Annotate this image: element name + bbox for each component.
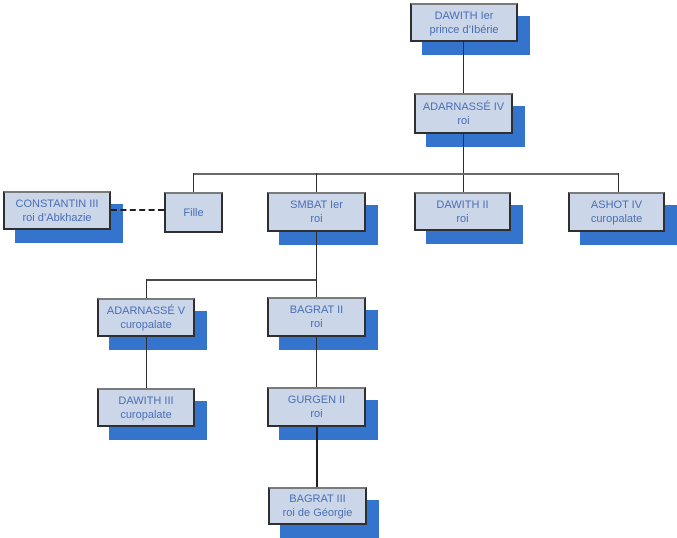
person-title: curopalate — [120, 408, 172, 421]
person-title: prince d’Ibérie — [429, 23, 499, 36]
person-title: roi — [310, 318, 323, 330]
connector-line — [316, 337, 317, 387]
org-node-dawith-1er: DAWITH Ier prince d’Ibérie — [410, 3, 518, 42]
person-title: roi — [457, 114, 470, 127]
person-title: curopalate — [120, 318, 172, 331]
person-name: SMBAT Ier — [290, 199, 343, 211]
connector-line — [316, 232, 317, 297]
org-node-bagrat-2: BAGRAT II roi — [267, 297, 366, 337]
person-name: GURGEN II — [287, 394, 346, 406]
person-title: roi d’Abkhazie — [22, 211, 92, 224]
connector-line — [618, 173, 619, 192]
marriage-dashed-line — [111, 209, 164, 211]
person-title: curopalate — [590, 213, 643, 225]
person-name: ADARNASSÉ IV — [422, 100, 505, 113]
person-title: roi — [310, 213, 323, 225]
org-node-gurgen-2: GURGEN II roi — [267, 387, 366, 427]
connector-line — [193, 173, 194, 192]
person-title: roi — [310, 408, 323, 420]
connector-line — [316, 427, 318, 487]
connector-line — [146, 279, 316, 281]
person-name: CONSTANTIN III — [15, 197, 99, 210]
org-node-dawith-3: DAWITH III curopalate — [97, 388, 195, 427]
org-node-bagrat-3: BAGRAT III roi de Géorgie — [268, 487, 367, 525]
person-name: BAGRAT III — [289, 493, 346, 505]
person-title: roi — [456, 212, 469, 225]
org-node-constantin-3: CONSTANTIN III roi d’Abkhazie — [3, 191, 111, 230]
person-name: DAWITH Ier — [434, 9, 494, 22]
org-node-dawith-2: DAWITH II roi — [414, 192, 511, 231]
person-name: DAWITH II — [436, 198, 489, 211]
connector-line — [316, 173, 317, 192]
connector-line — [463, 42, 464, 93]
connector-line — [193, 173, 618, 175]
connector-line — [463, 134, 464, 192]
person-name: Fille — [183, 206, 204, 219]
org-node-adarnasse-5: ADARNASSÉ V curopalate — [97, 298, 195, 337]
person-name: BAGRAT II — [289, 304, 344, 316]
person-name: DAWITH III — [118, 394, 174, 407]
org-node-fille: Fille — [164, 192, 223, 233]
org-node-adarnasse-4: ADARNASSÉ IV roi — [414, 93, 513, 134]
connector-line — [146, 337, 147, 388]
org-node-smbat-1er: SMBAT Ier roi — [267, 192, 366, 232]
person-name: ASHOT IV — [590, 199, 643, 211]
connector-line — [146, 279, 147, 298]
org-node-ashot-4: ASHOT IV curopalate — [568, 192, 665, 232]
person-title: roi de Géorgie — [282, 507, 353, 519]
person-name: ADARNASSÉ V — [106, 304, 186, 317]
